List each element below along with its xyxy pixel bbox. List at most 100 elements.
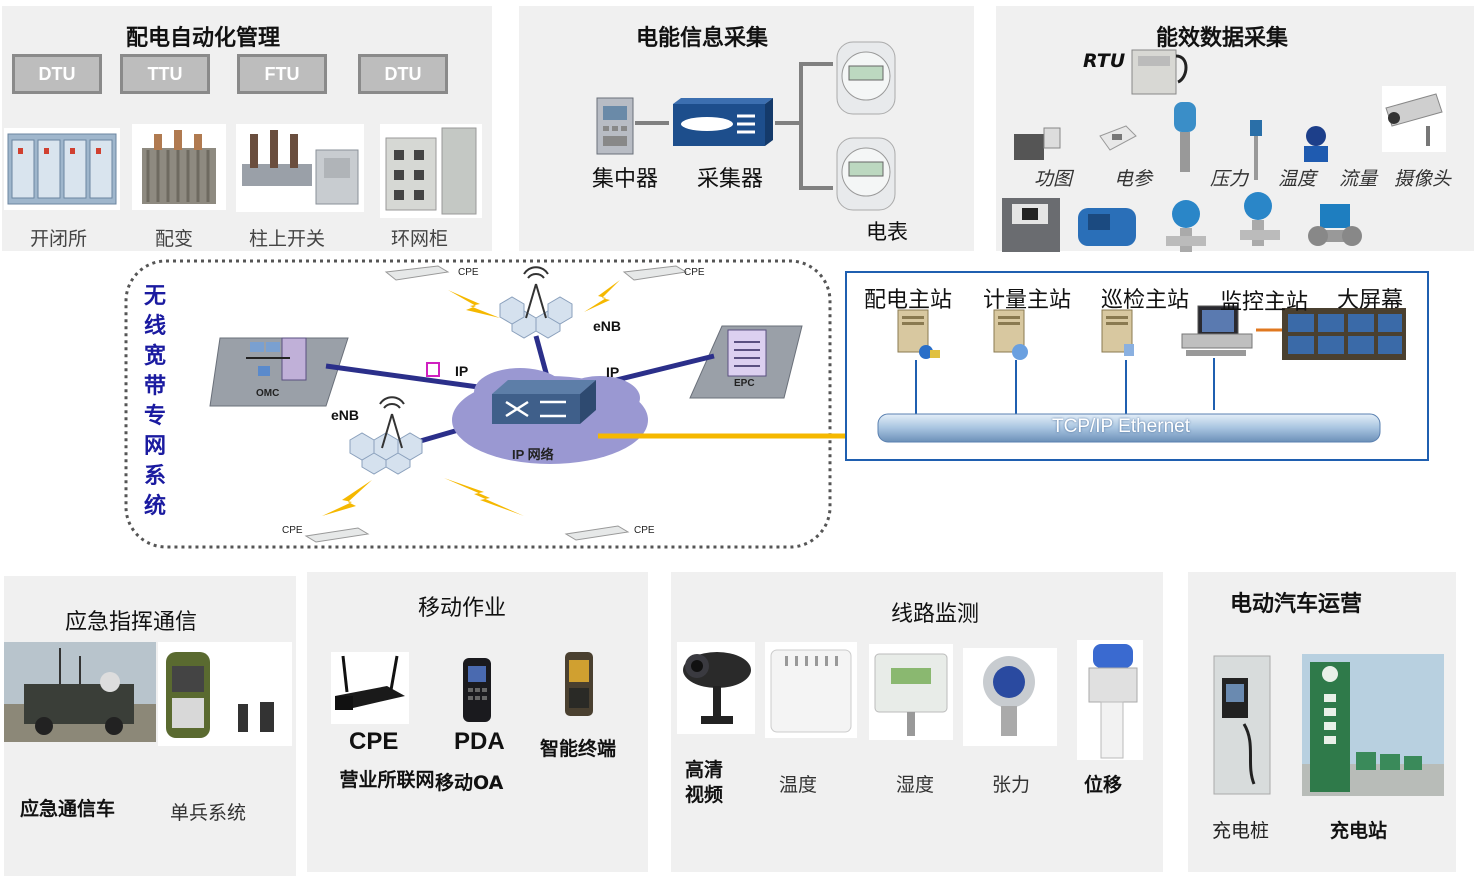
pressure-label: 压力 [1210,168,1249,190]
camera-image [1382,86,1446,152]
line-temp-label: 温度 [779,774,818,796]
charging-pile-image [1213,655,1271,795]
pda-image [463,658,491,722]
wireless-title-char: 专 [143,404,166,429]
transformer-label: 配变 [155,228,194,250]
single-soldier-label: 单兵系统 [170,802,247,824]
concentrator-image [596,97,634,155]
wireless-title-char: 系 [143,464,166,489]
electric-param-device [1099,125,1137,151]
meter-label: 电表 [866,220,908,244]
wireless-title-char: 宽 [143,344,166,369]
ip-label-right: IP [606,364,620,380]
pda-desc-label: 移动OA [435,772,504,794]
energy-info-panel: 电能信息采集 集中器 采集器 电表 [519,6,974,251]
ftu-button[interactable]: FTU [237,54,327,94]
hd-camera-image [677,642,755,734]
efficiency-panel: 能效数据采集 RTU 功图 电参 压力 温度 流量 摄像头 [996,6,1474,252]
single-soldier-image [158,642,292,746]
power-graph-label: 功图 [1034,168,1073,190]
wireless-title-char: 带 [143,374,166,399]
distribution-master-label: 配电主站 [864,288,953,313]
pole-switch-image [236,124,364,212]
smart-terminal-label: 智能终端 [540,738,617,760]
displacement-sensor-image [1077,640,1143,760]
emergency-vehicle-image [4,642,156,742]
cpe-label-3: CPE [282,525,303,536]
ring-main-unit-label: 环网柜 [391,228,449,250]
pressure-sensor-image [1174,102,1196,172]
charging-station-image [1302,654,1444,796]
temperature-sensor-image [1250,120,1262,180]
energy-info-title: 电能信息采集 [636,26,769,51]
wireless-title-char: 无 [143,284,166,309]
smart-terminal-image [565,652,593,716]
power-graph-device [1014,127,1061,160]
pda-label: PDA [454,728,505,755]
epc-label: EPC [734,378,755,389]
device-row-image [1002,192,1362,252]
line-monitor-panel: 线路监测 高清视频 温度 湿度 张力 位移 [671,572,1163,872]
collector-label: 采集器 [697,167,764,192]
cpe-label: CPE [349,728,399,755]
line-monitor-title: 线路监测 [891,602,980,627]
ttu-button[interactable]: TTU [120,54,210,94]
cpe-label-1: CPE [458,267,479,278]
big-screen-label: 大屏幕 [1337,288,1404,313]
temp-sensor-image [765,642,857,738]
transformer-image [132,124,226,210]
metering-master-label: 计量主站 [983,288,1072,313]
monitoring-master-label: 监控主站 [1220,290,1309,315]
mobile-panel: 移动作业 CPE PDA 智能终端 营业所联网 移动OA [307,572,648,872]
pole-switch-label: 柱上开关 [249,228,326,250]
energy-connectors [635,62,833,190]
line-displacement-label: 位移 [1084,774,1123,796]
charging-station-label: 充电站 [1330,820,1388,842]
rtu-label: RTU [1083,50,1126,72]
distribution-title: 配电自动化管理 [126,26,281,51]
ev-panel: 电动汽车运营 充电桩 充电站 [1188,572,1456,872]
emergency-panel: 应急指挥通信 应急通信车 单兵系统 [4,576,296,876]
tension-sensor-image [963,648,1057,746]
line-tension-label: 张力 [992,774,1031,796]
cpe-label-4: CPE [634,525,655,536]
hd-video-label: 高清视频 [685,759,724,806]
flow-meter-image [1304,126,1328,162]
inspection-master-label: 巡检主站 [1101,288,1190,313]
rtu-image [1131,49,1188,95]
cpe-desc-label: 营业所联网 [339,769,435,791]
collector-image [673,98,773,146]
distribution-panel: 配电自动化管理 DTU TTU FTU DTU 开闭所 配变 柱上开关 环网柜 [2,6,492,251]
flow-label: 流量 [1339,168,1378,190]
ip-network-label: IP 网络 [512,447,554,462]
wireless-title-char: 线 [143,314,166,339]
wireless-title-char: 网 [143,434,166,459]
emergency-vehicle-label: 应急通信车 [20,798,116,820]
efficiency-title: 能效数据采集 [1156,26,1289,51]
charging-pile-label: 充电桩 [1212,820,1270,842]
dtu-button-2[interactable]: DTU [358,54,448,94]
enb-label-2: eNB [331,407,360,423]
ring-main-unit-image [380,124,482,218]
humidity-sensor-image [869,644,953,740]
cpe-label-2: CPE [684,267,705,278]
switchgear-image [4,128,120,210]
switch-station-label: 开闭所 [30,228,88,250]
wireless-title-char: 统 [143,494,166,519]
ip-label-left: IP [455,363,469,379]
meter-image-2 [836,137,896,211]
ethernet-bus-label: TCP/IP Ethernet [1052,416,1190,437]
electric-param-label: 电参 [1114,168,1153,190]
omc-label: OMC [256,388,280,399]
line-humidity-label: 湿度 [896,774,935,796]
wireless-title: 无 线 宽 带 专 网 系 统 [142,282,168,522]
cpe-router-image [331,652,409,724]
temperature-label: 温度 [1278,168,1317,190]
ev-title: 电动汽车运营 [1230,592,1363,617]
emergency-title: 应急指挥通信 [65,610,198,635]
mobile-title: 移动作业 [418,596,507,621]
meter-image-1 [836,41,896,115]
dtu-button[interactable]: DTU [12,54,102,94]
camera-label: 摄像头 [1394,168,1452,190]
